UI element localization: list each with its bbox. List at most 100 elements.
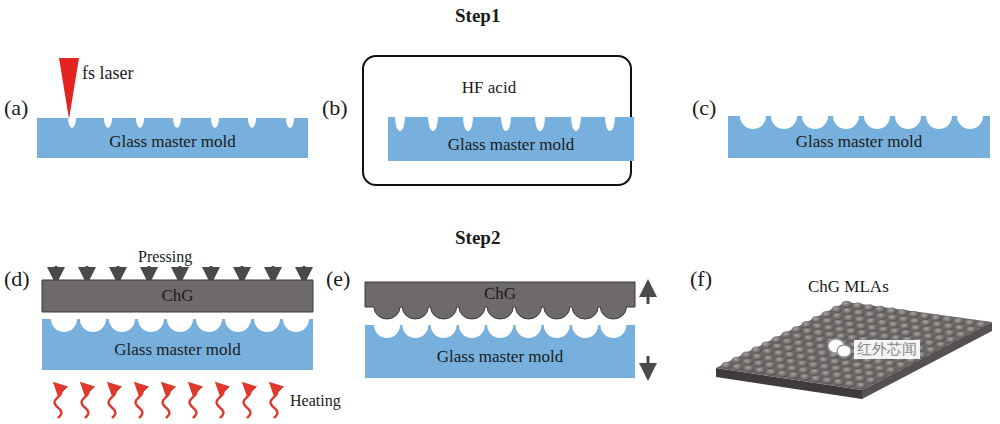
panel-letter: (c) [692, 96, 716, 120]
part-label: ChG [484, 285, 516, 304]
microlens [954, 318, 964, 325]
glass-master-mold-shape [728, 116, 990, 158]
microlens [731, 357, 741, 364]
microlens [818, 350, 828, 357]
part-label: ChG [161, 287, 193, 306]
microlens [844, 314, 854, 321]
microlens [806, 348, 816, 355]
microlens [858, 330, 868, 337]
step-heading: Step2 [455, 228, 500, 249]
heat-arrow [55, 387, 62, 418]
pressing-arrows [56, 266, 304, 276]
panel-letter: (a) [4, 96, 28, 120]
microlens [743, 358, 753, 365]
microlens [868, 324, 878, 331]
microlens [876, 372, 886, 379]
microlens [796, 353, 806, 360]
microlens [865, 311, 875, 318]
microlens [890, 328, 900, 335]
microlens [794, 340, 804, 347]
part-label: Glass master mold [448, 136, 575, 155]
process-label: Heating [290, 392, 341, 410]
microlens [886, 367, 896, 374]
microlens [841, 301, 851, 308]
heat-arrow [190, 387, 197, 418]
microlens [888, 314, 898, 321]
microlens [942, 316, 952, 323]
microlens [733, 363, 743, 370]
microlens [864, 304, 874, 311]
microlens [922, 326, 932, 333]
microlens [821, 311, 831, 318]
heating-arrows [55, 387, 278, 418]
wechat-icon [828, 339, 851, 357]
microlens [810, 368, 820, 375]
microlens [774, 350, 784, 357]
press-arrow [303, 266, 306, 276]
microlens [811, 375, 821, 382]
microlens [786, 358, 796, 365]
microlens [845, 380, 855, 387]
fs-laser-beam [59, 58, 79, 119]
microlens [844, 374, 854, 381]
microlens [781, 331, 791, 338]
microlens [833, 313, 843, 320]
step-heading: Step1 [455, 6, 500, 27]
part-label: Glass master mold [796, 133, 923, 152]
glass-master-mold: Glass master mold [388, 117, 634, 161]
microlens [798, 360, 808, 367]
microlens [841, 360, 851, 367]
press-arrow [86, 266, 89, 276]
microlens [876, 313, 886, 320]
microlens [834, 379, 844, 386]
press-arrow [117, 266, 120, 276]
microlens [819, 357, 829, 364]
heat-arrow [109, 387, 116, 418]
glass-master-mold-shape [42, 319, 313, 370]
microlens [771, 336, 781, 343]
microlens [874, 358, 884, 365]
part-label: Glass master mold [437, 348, 564, 367]
microlens [822, 377, 832, 384]
microlens [875, 365, 885, 372]
microlens [803, 328, 813, 335]
microlens [799, 367, 809, 374]
heat-arrow [271, 387, 278, 418]
microlens [811, 316, 821, 323]
microlens [754, 360, 764, 367]
microlens-array-plate [716, 301, 992, 399]
microlens [901, 330, 911, 337]
microlens [741, 352, 751, 359]
part-label: Glass master mold [114, 341, 241, 360]
microlens [793, 333, 803, 340]
microlens [830, 358, 840, 365]
part-label: Glass master mold [109, 133, 236, 152]
microlens [843, 308, 853, 315]
microlens [955, 324, 965, 331]
chg-plate-shape [42, 280, 313, 312]
heat-arrow [163, 387, 170, 418]
microlens [783, 338, 793, 345]
press-arrow [210, 266, 213, 276]
microlens [815, 336, 825, 343]
microlens [842, 367, 852, 374]
press-arrow [55, 266, 58, 276]
microlens [856, 382, 866, 389]
microlens [935, 335, 945, 342]
microlens [823, 318, 833, 325]
watermark: 红外芯闻 [854, 340, 920, 359]
microlens [875, 306, 885, 313]
microlens [801, 321, 811, 328]
microlens [889, 321, 899, 328]
product-label: ChG MLAs [808, 278, 889, 297]
microlens [832, 372, 842, 379]
glass-master-mold: Glass master mold [728, 116, 990, 158]
microlens [944, 323, 954, 330]
microlens [855, 316, 865, 323]
microlens [910, 318, 920, 325]
chg-plate: ChG [365, 282, 635, 319]
microlens [791, 326, 801, 333]
lift-arrow [647, 288, 650, 304]
lower-arrow [647, 356, 650, 372]
microlens [804, 335, 814, 342]
